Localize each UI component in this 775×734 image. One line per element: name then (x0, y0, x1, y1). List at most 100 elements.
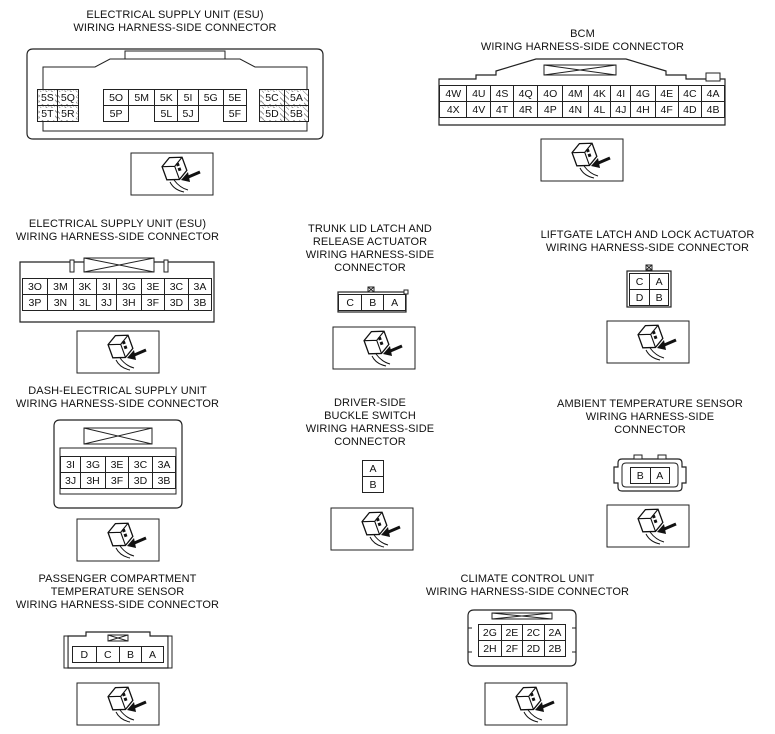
pin-4T: 4T (490, 101, 514, 118)
esu-1-title: ELECTRICAL SUPPLY UNIT (ESU) WIRING HARN… (73, 9, 277, 34)
pin-B: B (119, 646, 143, 663)
pin-4N: 4N (562, 101, 589, 118)
pin-D: D (628, 289, 651, 306)
pin-2F: 2F (500, 640, 523, 657)
connector-view-icon (76, 518, 160, 562)
pin-4R: 4R (512, 101, 539, 118)
passenger-pin-grid: D C B A (72, 646, 164, 663)
pin-2A: 2A (543, 624, 567, 641)
pin-5M: 5M (128, 89, 156, 106)
pin-3B: 3B (151, 472, 177, 489)
climate-connector: 2G 2E 2C 2A 2H 2F 2D 2B (466, 608, 578, 668)
dash-esu-connector: 3I 3G 3E 3C 3A 3J 3H 3F 3D 3B (52, 418, 184, 510)
passenger-connector: D C B A (62, 626, 174, 670)
pin-3K: 3K (72, 278, 97, 295)
pin-4V: 4V (466, 101, 492, 118)
pin-5S: 5S (37, 89, 58, 106)
pin-4W: 4W (438, 85, 468, 102)
pin-4K: 4K (587, 85, 612, 102)
pin-2B: 2B (543, 640, 567, 657)
liftgate-title: LIFTGATE LATCH AND LOCK ACTUATOR WIRING … (540, 229, 755, 254)
pin-4O: 4O (537, 85, 564, 102)
pin-3E: 3E (105, 456, 129, 473)
pin-3I: 3I (59, 456, 82, 473)
bcm-pin-grid: 4W 4U 4S 4Q 4O 4M 4K 4I 4G 4E 4C 4A 4X 4… (438, 85, 725, 118)
connector-view-icon (606, 504, 690, 548)
esu-2-title: ELECTRICAL SUPPLY UNIT (ESU) WIRING HARN… (15, 218, 220, 243)
pin-A: A (362, 460, 384, 477)
ambient-title: AMBIENT TEMPERATURE SENSOR WIRING HARNES… (557, 398, 743, 436)
pin-5E: 5E (222, 89, 248, 106)
connector-view-icon (540, 138, 624, 182)
pin-3I: 3I (95, 278, 117, 295)
pin-5J: 5J (177, 105, 199, 122)
pin-4L: 4L (587, 101, 612, 118)
pin-4J: 4J (610, 101, 632, 118)
pin-A: A (649, 273, 669, 290)
pin-4D: 4D (677, 101, 703, 118)
key-slot (198, 106, 223, 122)
esu-1-left-block: 5S 5Q 5T 5R (37, 89, 80, 122)
pin-4S: 4S (490, 85, 514, 102)
trunk-lid-connector: C B A (336, 286, 412, 314)
ambient-pin-grid: B A (630, 467, 670, 484)
buckle-pin-grid: A B (362, 460, 384, 493)
pin-3D: 3D (163, 294, 189, 311)
pin-3G: 3G (80, 456, 107, 473)
pin-4G: 4G (630, 85, 656, 102)
pin-3P: 3P (22, 294, 48, 311)
pin-3O: 3O (22, 278, 48, 295)
pin-4F: 4F (654, 101, 679, 118)
buckle-title: DRIVER-SIDE BUCKLE SWITCH WIRING HARNESS… (305, 397, 435, 448)
pin-2D: 2D (521, 640, 545, 657)
pin-3N: 3N (46, 294, 74, 311)
pin-B: B (630, 467, 651, 484)
connector-view-icon (76, 682, 160, 726)
pin-3H: 3H (80, 472, 107, 489)
pin-D: D (72, 646, 97, 663)
pin-5C: 5C (259, 89, 285, 106)
pin-3L: 3L (72, 294, 97, 311)
pin-5B: 5B (283, 105, 310, 122)
pin-5D: 5D (259, 105, 285, 122)
pin-5O: 5O (102, 89, 130, 106)
pin-3A: 3A (187, 278, 213, 295)
pin-3E: 3E (140, 278, 165, 295)
pin-B: B (361, 294, 385, 311)
trunk-lid-pin-grid: C B A (337, 294, 406, 311)
pin-3F: 3F (140, 294, 165, 311)
pin-5P: 5P (102, 105, 130, 122)
pin-3C: 3C (128, 456, 153, 473)
pin-5F: 5F (222, 105, 248, 122)
pin-4M: 4M (562, 85, 589, 102)
esu-1-mid-block: 5O 5M 5K 5I 5G 5E 5P 5L 5J 5F (102, 89, 248, 122)
esu-2-connector: 3O 3M 3K 3I 3G 3E 3C 3A 3P 3N 3L 3J 3H 3… (18, 252, 218, 324)
pin-4Q: 4Q (512, 85, 539, 102)
pin-5R: 5R (56, 105, 80, 122)
pin-4E: 4E (654, 85, 679, 102)
pin-4X: 4X (438, 101, 468, 118)
esu-1-right-block: 5C 5A 5D 5B (259, 89, 310, 122)
connector-view-icon (484, 682, 568, 726)
bcm-title: BCM WIRING HARNESS-SIDE CONNECTOR (480, 28, 685, 53)
pin-4H: 4H (630, 101, 656, 118)
liftgate-pin-grid: C A D B (628, 273, 669, 306)
pin-2G: 2G (478, 624, 502, 641)
key-slot (129, 106, 155, 122)
climate-pin-grid: 2G 2E 2C 2A 2H 2F 2D 2B (478, 624, 567, 657)
pin-C: C (337, 294, 363, 311)
pin-3J: 3J (59, 472, 82, 489)
pin-3B: 3B (187, 294, 213, 311)
pin-A: A (141, 646, 164, 663)
pin-4C: 4C (677, 85, 703, 102)
pin-B: B (649, 289, 669, 306)
pin-5A: 5A (283, 89, 310, 106)
pin-5T: 5T (37, 105, 58, 122)
pin-C: C (628, 273, 651, 290)
trunk-lid-title: TRUNK LID LATCH AND RELEASE ACTUATOR WIR… (305, 223, 435, 274)
pin-3D: 3D (128, 472, 153, 489)
connector-view-icon (332, 326, 416, 370)
pin-B: B (362, 476, 384, 493)
pin-5Q: 5Q (56, 89, 80, 106)
pin-4A: 4A (701, 85, 725, 102)
